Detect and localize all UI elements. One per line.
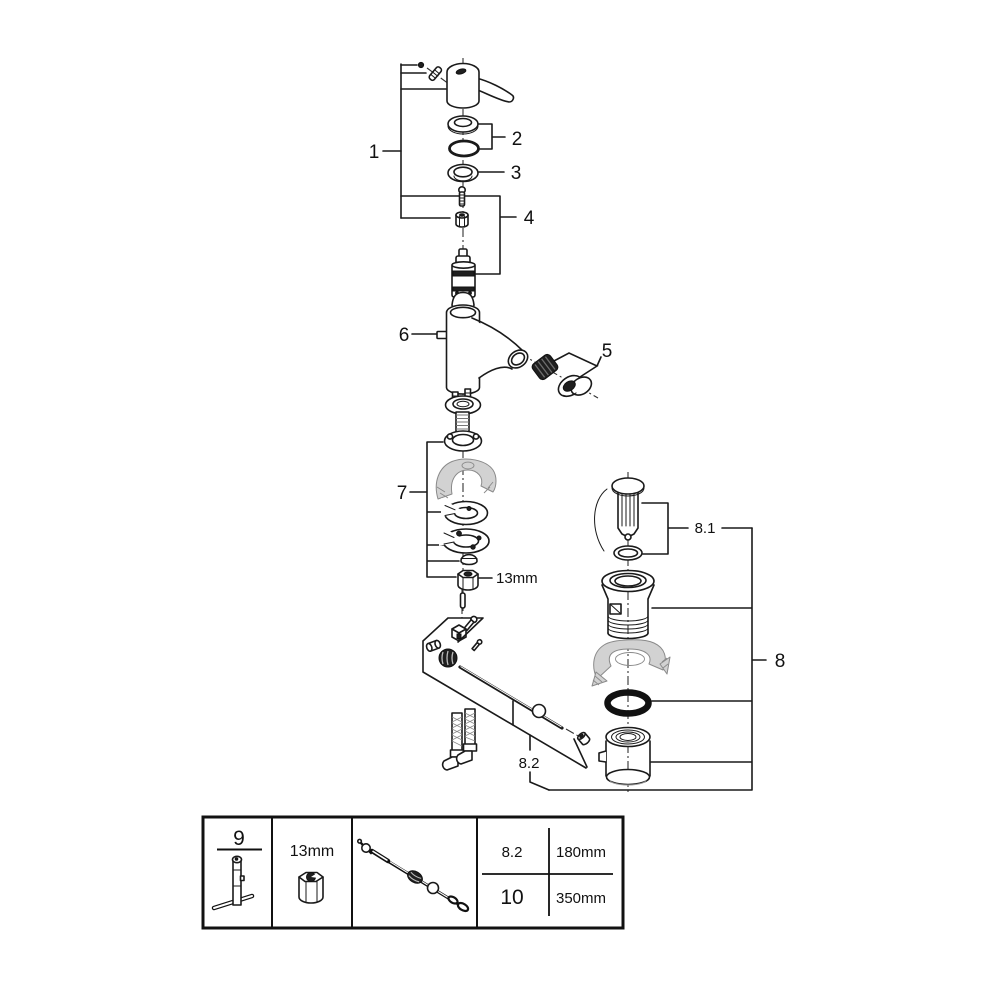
part-rod-screw-b bbox=[471, 638, 483, 652]
bracket-8-2 bbox=[422, 617, 588, 791]
part-body-6 bbox=[436, 304, 529, 395]
callout-lines bbox=[382, 63, 767, 791]
mounting-tool-icon bbox=[211, 855, 255, 911]
part-rotation-arc bbox=[594, 488, 608, 552]
length-row-1-value: 180mm bbox=[556, 844, 606, 861]
part-mousseur-5 bbox=[557, 374, 593, 398]
callout-8-1-label: 8.1 bbox=[695, 520, 716, 537]
part-screw-4 bbox=[457, 186, 466, 207]
legend-cell-rod bbox=[356, 838, 470, 913]
tool-ref-label: 9 bbox=[233, 827, 245, 850]
part-horseshoe-washer-2 bbox=[439, 525, 490, 554]
legend-cell-lengths: 8.2 180mm 10 350mm bbox=[482, 828, 613, 916]
socket-size-label: 13mm bbox=[290, 843, 334, 860]
part-drain-seat bbox=[601, 569, 655, 640]
length-row-2-ref: 10 bbox=[500, 886, 523, 909]
bracket-2 bbox=[477, 123, 506, 150]
part-handle-set-screw bbox=[417, 61, 443, 82]
callout-labels: 1 2 3 4 5 6 7 8 8.1 8.2 13mm bbox=[369, 129, 786, 772]
callout-6-label: 6 bbox=[399, 325, 410, 346]
legend-cell-tool: 9 bbox=[211, 827, 262, 911]
callout-4-label: 4 bbox=[524, 208, 535, 229]
part-nut-4 bbox=[455, 211, 469, 228]
callout-7-label: 7 bbox=[397, 483, 408, 504]
part-pivot-pin bbox=[459, 592, 466, 609]
reference-basin-shaded bbox=[591, 639, 671, 687]
part-o-ring-8-1 bbox=[613, 545, 643, 561]
part-aerator-5 bbox=[531, 353, 559, 381]
bracket-4 bbox=[400, 195, 517, 275]
part-pop-up-rod bbox=[458, 665, 564, 730]
bracket-8 bbox=[548, 527, 767, 791]
bracket-8-1 bbox=[641, 502, 753, 555]
part-rod-cube-joint bbox=[451, 624, 467, 642]
bracket-5 bbox=[551, 352, 602, 378]
part-cap-ring bbox=[447, 115, 479, 135]
part-flex-hoses bbox=[441, 708, 478, 771]
legend-cell-socket: 13mm bbox=[290, 843, 334, 904]
callout-2-label: 2 bbox=[512, 129, 523, 150]
rod-assembly-icon bbox=[356, 838, 470, 913]
part-drain-o-ring-black bbox=[604, 689, 652, 717]
reference-bidet-bracket-shaded bbox=[435, 458, 497, 500]
part-cartridge bbox=[451, 248, 476, 299]
part-rod-nut bbox=[425, 639, 442, 653]
part-o-ring-2 bbox=[448, 139, 480, 158]
length-row-2-value: 350mm bbox=[556, 890, 606, 907]
part-threaded-shank bbox=[455, 411, 470, 433]
part-base-gasket bbox=[443, 430, 483, 452]
bracket-7 bbox=[409, 441, 460, 578]
part-cone-washer bbox=[460, 553, 478, 566]
part-rod-grommet bbox=[438, 648, 458, 668]
part-drain-tailpiece bbox=[598, 726, 651, 786]
part-rod-end-cap bbox=[576, 731, 591, 746]
hex-socket-icon bbox=[298, 871, 324, 904]
callout-3-label: 3 bbox=[511, 163, 522, 184]
bracket-1 bbox=[382, 63, 447, 219]
callout-8-label: 8 bbox=[775, 651, 786, 672]
legend-table: 9 13mm bbox=[201, 815, 625, 930]
part-pop-up-plug bbox=[611, 477, 645, 541]
legend-table-column-dividers bbox=[271, 817, 478, 928]
callout-5-label: 5 bbox=[602, 341, 613, 362]
callout-1-label: 1 bbox=[369, 142, 380, 163]
callout-8-2-label: 8.2 bbox=[519, 755, 540, 772]
part-lever-handle bbox=[446, 62, 515, 109]
part-mounting-ring-3 bbox=[447, 163, 479, 183]
wrench-size-label: 13mm bbox=[496, 570, 538, 587]
length-row-1-ref: 8.2 bbox=[502, 844, 523, 861]
part-hex-nut-13mm bbox=[457, 569, 479, 591]
part-horseshoe-washer-1 bbox=[441, 498, 489, 526]
